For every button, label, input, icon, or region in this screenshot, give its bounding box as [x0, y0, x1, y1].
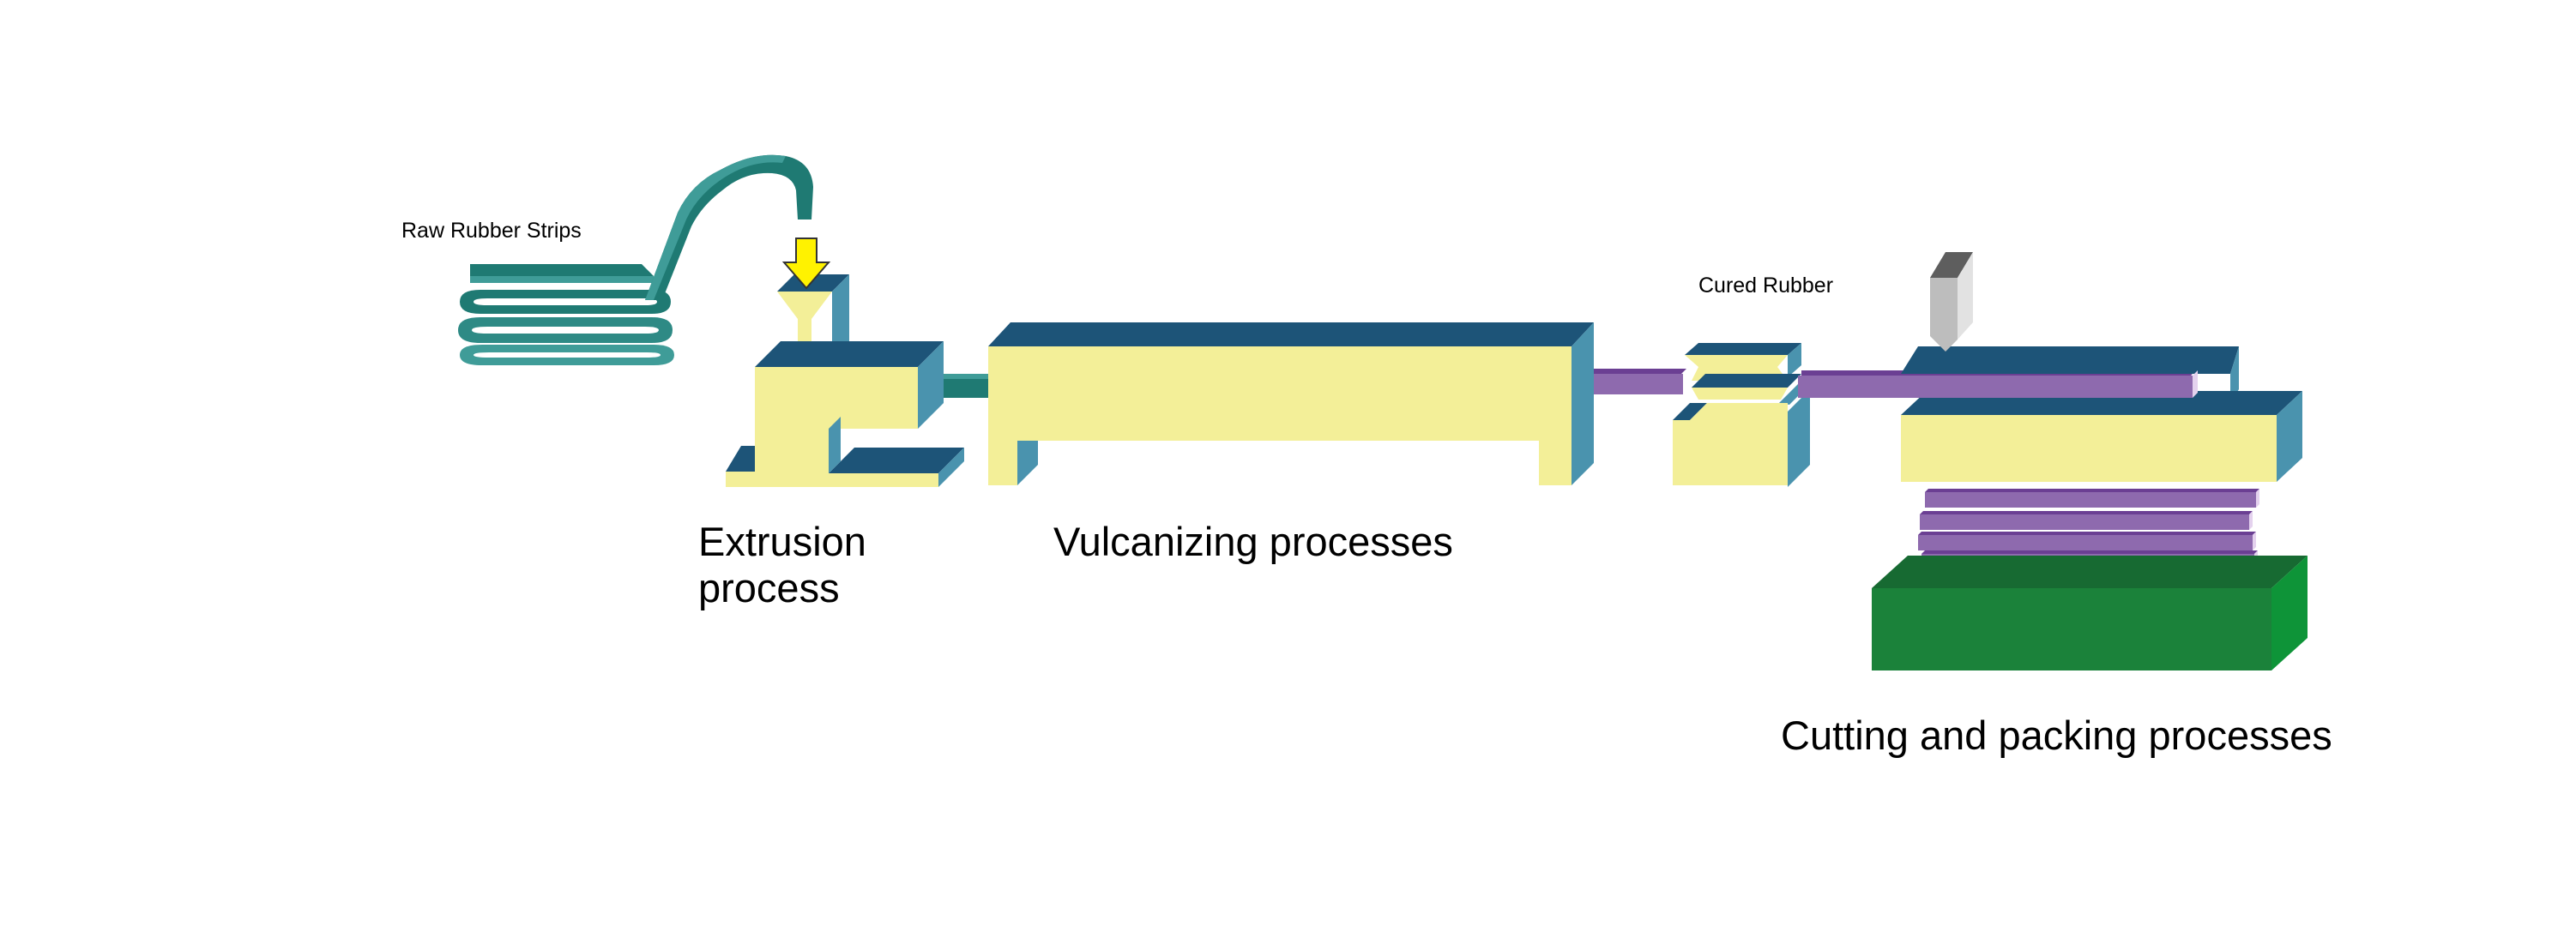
extruder-hopper-side: [832, 274, 849, 360]
vulcanizer-machine: [988, 322, 1594, 485]
cured-rubber-strip-1: [1594, 369, 1686, 394]
cutter-table-side: [2277, 391, 2302, 482]
extruder-base-right-top: [829, 448, 964, 473]
extruder-base-left-top: [726, 446, 755, 472]
cutting-packing-label: Cutting and packing processes: [1781, 713, 2332, 758]
stack-piece-1-top: [1925, 489, 2259, 492]
cooling-mid-face: [1692, 388, 1788, 400]
raw-rubber-strips-label: Raw Rubber Strips: [401, 219, 582, 243]
stack-piece-2-top: [1920, 511, 2253, 514]
packing-table-side: [2271, 556, 2308, 670]
extruder-base-right-side: [938, 448, 964, 487]
stack-piece-4-top: [1921, 550, 2258, 554]
raw-rubber-layer-3-gap: [472, 327, 659, 334]
packing-table-top: [1872, 556, 2308, 588]
vulcanizer-top: [988, 322, 1594, 346]
down-arrow-icon: [781, 238, 831, 290]
raw-rubber-layer-2-gap: [474, 298, 657, 305]
stack-piece-3-top: [1918, 532, 2256, 535]
extruder-body-face: [755, 367, 935, 487]
raw-rubber-feed-strip: [645, 154, 813, 300]
stack-piece-3: [1918, 535, 2253, 550]
raw-rubber-layer-4-gap: [474, 352, 661, 358]
cutter-blade-face: [1930, 278, 1958, 352]
stack-piece-3-end: [2253, 532, 2256, 550]
stack-piece-2: [1920, 514, 2249, 530]
cooling-upper-top: [1685, 343, 1801, 355]
cutter-plate-side: [2230, 346, 2239, 403]
cutter-blade-side: [1958, 252, 1973, 340]
extruder-base-left: [726, 472, 760, 487]
extrusion-label-line1: Extrusion: [698, 519, 866, 564]
extruder-body-side: [918, 341, 944, 429]
cutter-plate-top: [1901, 346, 2239, 374]
cured-rubber-on-table-end: [2193, 370, 2198, 398]
cooling-unit: [1673, 343, 1813, 487]
extrusion-label-line2: process: [698, 565, 840, 610]
cured-rubber-on-table: [1887, 376, 2193, 398]
stack-piece-2-end: [2249, 511, 2253, 530]
vulcanizer-face: [988, 346, 1572, 485]
extruder-machine: [726, 238, 992, 487]
cured-rubber-label: Cured Rubber: [1698, 274, 1834, 298]
raw-rubber-feed-strip-edge: [645, 154, 786, 300]
vulcanizer-leg-shadow: [1017, 441, 1038, 485]
cooling-upper-side: [1788, 343, 1801, 377]
extruder-notch-shadow: [829, 417, 841, 473]
stack-piece-1-end: [2256, 489, 2259, 508]
packing-table: [1872, 556, 2308, 670]
raw-rubber-layer-1-face: [470, 276, 654, 283]
cured-rubber-strip-1-top: [1594, 369, 1686, 374]
cooling-lower-top-band: [1692, 374, 1801, 388]
raw-rubber-layer-1: [470, 264, 654, 276]
extruder-hopper-top: [777, 274, 849, 292]
cooling-lower-notch: [1673, 403, 1707, 420]
raw-rubber-strips: [458, 154, 813, 365]
vulcanizing-label: Vulcanizing processes: [1053, 519, 1453, 564]
extruder-outlet-pipe-light: [944, 374, 992, 379]
packing-table-front: [1872, 588, 2271, 670]
extruder-hopper-face: [777, 292, 832, 369]
extruder-body-top: [755, 341, 944, 367]
extruder-base-right-face: [829, 473, 938, 487]
cutting-machine: [1887, 252, 2302, 482]
cured-rubber-strip-1-face: [1594, 374, 1683, 394]
cooling-lower-side: [1788, 389, 1810, 487]
cutter-table-face: [1901, 415, 2277, 482]
cooling-lower-face: [1673, 403, 1788, 485]
vulcanizer-side: [1572, 322, 1594, 485]
cutter-blade-top: [1930, 252, 1973, 278]
stack-piece-1: [1925, 492, 2256, 508]
